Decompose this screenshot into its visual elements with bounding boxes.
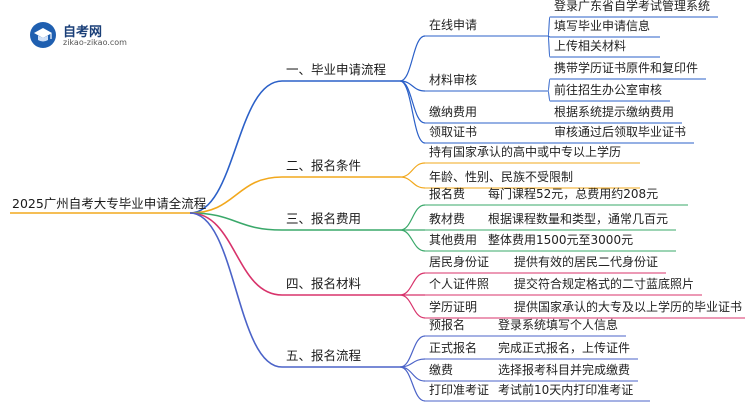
sub-branch-label: 持有国家承认的高中或中专以上学历 xyxy=(429,145,622,159)
leaf-label: 提供有效的居民二代身份证 xyxy=(514,255,659,269)
leaf-connector xyxy=(547,78,551,92)
leaf-label: 填写毕业申请信息 xyxy=(554,19,651,33)
sub-branch-label: 报名费 xyxy=(429,187,466,201)
branch-connector xyxy=(189,176,283,214)
branch-connector xyxy=(189,212,283,296)
sub-branch-connector xyxy=(399,272,426,296)
branch-connector xyxy=(189,212,283,231)
sub-branch-connector xyxy=(399,162,426,178)
sub-branch-label: 缴纳费用 xyxy=(429,105,478,119)
sub-branch-label: 预报名 xyxy=(429,318,466,332)
branch-connector xyxy=(189,80,283,214)
sub-branch-label: 领取证书 xyxy=(429,125,478,139)
sub-branch-connector xyxy=(399,335,426,368)
branch-label: 二、报名条件 xyxy=(286,158,362,173)
sub-branch-connector xyxy=(399,366,426,402)
sub-branch-label: 材料审核 xyxy=(429,73,478,87)
sub-branch-label: 在线申请 xyxy=(429,18,478,32)
leaf-label: 整体费用1500元至3000元 xyxy=(488,233,634,247)
brand-name: 自考网 xyxy=(63,25,103,40)
sub-branch-label: 年龄、性别、民族不受限制 xyxy=(429,170,574,184)
sub-branch-label: 正式报名 xyxy=(429,341,478,355)
brand-url: zikao-zikao.com xyxy=(63,38,127,47)
sub-branch-connector xyxy=(399,35,426,82)
leaf-label: 前往招生办公室审核 xyxy=(554,83,663,97)
leaf-connector xyxy=(547,16,551,37)
leaf-label: 根据课程数量和类型，通常几百元 xyxy=(488,212,669,226)
leaf-label: 每门课程52元，总费用约208元 xyxy=(488,187,659,201)
graduation-cap-icon xyxy=(30,22,56,48)
leaf-connector xyxy=(547,90,551,102)
sub-branch-label: 学历证明 xyxy=(429,300,478,314)
leaf-label: 提交符合规定格式的二寸蓝底照片 xyxy=(514,277,695,291)
leaf-label: 审核通过后领取毕业证书 xyxy=(554,125,687,139)
leaf-label: 选择报考科目并完成缴费 xyxy=(498,363,631,377)
leaf-label: 上传相关材料 xyxy=(554,39,627,53)
sub-branch-label: 打印准考证 xyxy=(429,383,490,397)
leaf-label: 登录广东省自学考试管理系统 xyxy=(554,0,711,13)
branch-connector xyxy=(189,212,283,368)
sub-branch-connector xyxy=(399,80,426,124)
sub-branch-label: 其他费用 xyxy=(429,233,478,247)
leaf-label: 完成正式报名，上传证件 xyxy=(498,341,631,355)
sub-branch-label: 居民身份证 xyxy=(429,255,490,269)
branch-label: 一、毕业申请流程 xyxy=(286,62,387,77)
sub-branch-label: 教材费 xyxy=(429,212,466,226)
sub-branch-connector xyxy=(399,80,426,144)
branch-label: 四、报名材料 xyxy=(286,276,362,291)
leaf-label: 登录系统填写个人信息 xyxy=(498,318,619,332)
sub-branch-connector xyxy=(399,176,426,189)
branch-label: 五、报名流程 xyxy=(286,348,362,363)
sub-branch-connector xyxy=(399,366,426,382)
brand-logo: 自考网 zikao-zikao.com xyxy=(30,20,140,50)
sub-branch-connector xyxy=(399,229,426,252)
sub-branch-connector xyxy=(399,204,426,231)
leaf-label: 根据系统提示缴纳费用 xyxy=(554,105,675,119)
leaf-label: 提供国家承认的大专及以上学历的毕业证书 xyxy=(514,300,743,314)
root-node: 2025广州自考大专毕业申请全流程 xyxy=(12,196,207,211)
sub-branch-label: 个人证件照 xyxy=(429,277,490,291)
sub-branch-connector xyxy=(399,294,426,319)
leaf-label: 携带学历证书原件和复印件 xyxy=(554,61,699,75)
leaf-connector xyxy=(547,35,551,58)
branch-label: 三、报名费用 xyxy=(286,211,362,226)
leaf-label: 考试前10天内打印准考证 xyxy=(498,383,634,397)
sub-branch-label: 缴费 xyxy=(429,363,454,377)
